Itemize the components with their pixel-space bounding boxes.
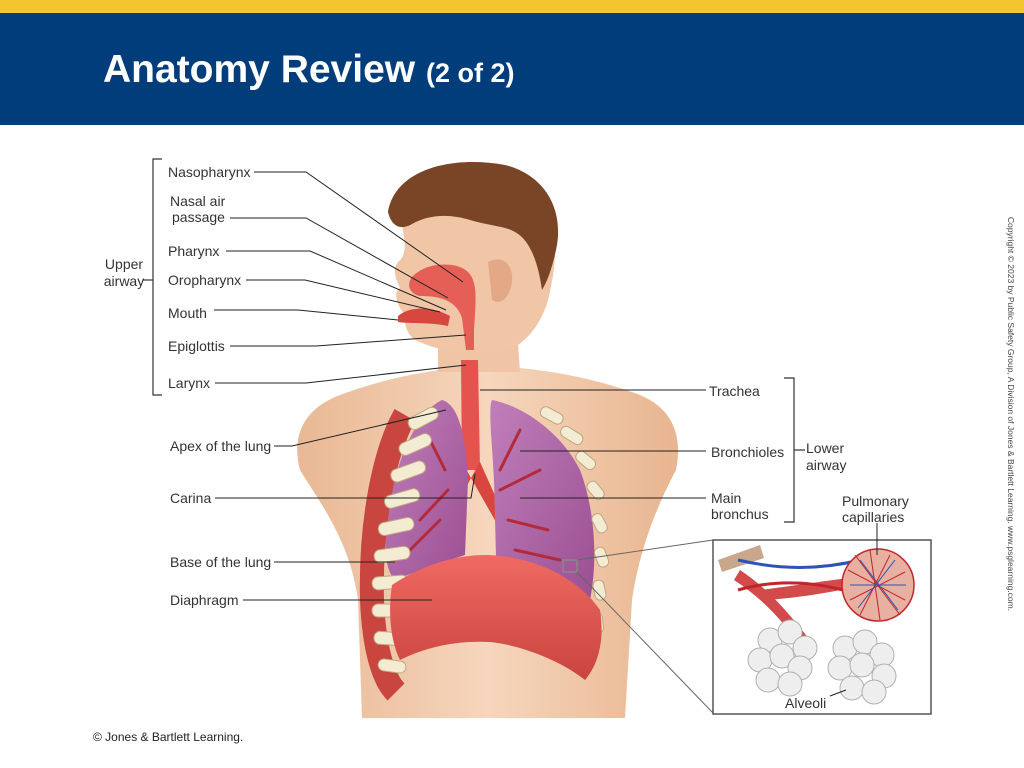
label-nasal-air-line1: Nasal air (170, 193, 226, 209)
leader-lines (214, 171, 878, 697)
lower-airway-label: Lower airway (806, 440, 856, 474)
label-pulmonary-capillaries-line2: capillaries (842, 509, 905, 525)
upper-airway-line1: Upper (104, 256, 144, 272)
trachea-tube (461, 360, 480, 470)
respiratory-illustration (143, 158, 932, 718)
top-accent-stripe (0, 0, 1024, 13)
diaphragm-muscle (390, 555, 602, 680)
slide-title: Anatomy Review (2 of 2) (103, 48, 514, 95)
slide-title-suffix: (2 of 2) (425, 58, 515, 88)
head (388, 162, 559, 352)
right-lung (385, 400, 468, 580)
lower-airway-bracket (784, 377, 795, 523)
ear (488, 259, 513, 302)
slide-title-main: Anatomy Review (103, 48, 416, 91)
alveoli-inset (576, 539, 932, 715)
upper-airway-bracket (152, 158, 162, 396)
lower-airway-line1: Lower (806, 440, 845, 456)
lower-airway-line2: airway (806, 457, 847, 473)
label-bronchioles: Bronchioles (711, 444, 785, 460)
label-apex-of-lung: Apex of the lung (170, 438, 272, 454)
label-main-bronchus-line1: Main (711, 490, 742, 506)
label-larynx: Larynx (168, 375, 211, 391)
label-nasal-air-line2: passage (172, 209, 225, 225)
label-alveoli: Alveoli (785, 695, 827, 711)
label-base-of-lung: Base of the lung (170, 554, 272, 570)
footer-credit: © Jones & Bartlett Learning. (93, 730, 244, 744)
label-nasopharynx: Nasopharynx (168, 164, 251, 180)
label-pharynx: Pharynx (168, 243, 220, 259)
upper-airway-label: Upper airway (97, 256, 151, 290)
vertical-copyright: Copyright © 2023 by Public Safety Group,… (1006, 216, 1016, 612)
zoom-marker (562, 559, 578, 573)
label-epiglottis: Epiglottis (168, 338, 225, 354)
lungs (385, 400, 595, 600)
label-pulmonary-capillaries-line1: Pulmonary (842, 493, 909, 509)
hair (388, 162, 559, 290)
label-carina: Carina (170, 490, 212, 506)
torso (297, 300, 679, 718)
upper-airway-line2: airway (103, 273, 145, 289)
label-trachea: Trachea (709, 383, 760, 399)
label-oropharynx: Oropharynx (168, 272, 242, 288)
label-mouth: Mouth (168, 305, 207, 321)
title-bar (0, 13, 1024, 125)
label-diaphragm: Diaphragm (170, 592, 239, 608)
label-main-bronchus-line2: bronchus (711, 506, 769, 522)
